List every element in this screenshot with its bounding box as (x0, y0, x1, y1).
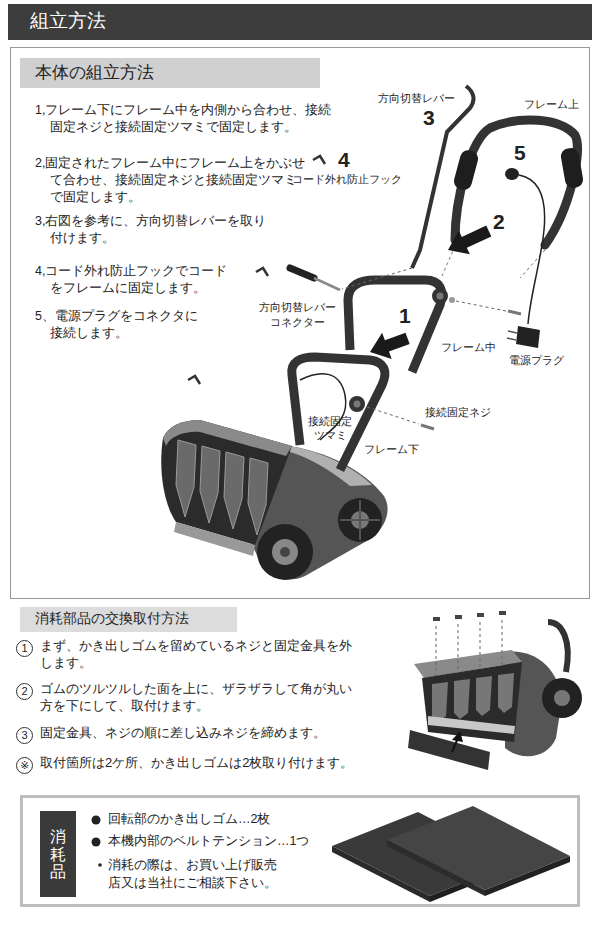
step-text: 1,フレーム下にフレーム中を内側から合わせ、接続固定ネジと接続固定ツマミで固定し… (35, 102, 340, 136)
callout-number: 1 (399, 302, 411, 330)
callout-number: 4 (338, 146, 350, 174)
part-label: 接続固定ネジ (425, 405, 491, 420)
part-label: 方向切替レバー (378, 91, 455, 106)
part-label: 方向切替レバーコネクター (258, 300, 337, 330)
vertical-label: 消耗品 (50, 828, 66, 881)
item-text: 消耗の際は、お買い上げ販売店又は当社にご相談下さい。 (108, 856, 286, 892)
header-title: 組立方法 (30, 8, 106, 34)
part-label: 接続固定ツマミ (307, 414, 353, 442)
section-heading: 本体の組立方法 (35, 62, 154, 85)
part-label: フレーム上 (524, 97, 579, 112)
consumables-box: 回転部のかき出しゴム…2枚本機内部のベルトテンション…1つ消耗の際は、お買い上げ… (20, 795, 580, 907)
section-band: 本体の組立方法 (20, 58, 320, 88)
step-text: 5、電源プラグをコネクタに接続します。 (35, 308, 210, 342)
rubber-replacement-figure (408, 611, 582, 770)
header-bar (8, 4, 592, 40)
circled-mark: ※ (16, 757, 33, 774)
step-text: ゴムのツルツルした面を上に、ザラザラして角が丸い方を下にして、取付けます。 (40, 680, 353, 714)
consumable-parts-figure (92, 806, 571, 902)
step-text: 2,固定されたフレーム中にフレーム上をかぶせて合わせ、接続固定ネジと接続固定ツマ… (35, 155, 306, 206)
callout-number: 5 (514, 139, 526, 167)
step-text: 固定金具、ネジの順に差し込みネジを締めます。 (40, 724, 326, 741)
note-text: 取付箇所は2ケ所、かき出しゴムは2枚取り付けます。 (40, 754, 353, 771)
step-text: 3,右図を参考に、方向切替レバーを取り付けます。 (35, 213, 279, 247)
part-label: コード外れ防止フック (292, 172, 402, 187)
step-text: まず、かき出しゴムを留めているネジと固定金具を外します。 (40, 637, 353, 671)
section-heading: 消耗部品の交換取付方法 (35, 610, 189, 628)
callout-number: 2 (493, 208, 505, 236)
section-frame (11, 48, 590, 599)
vertical-label-box: 消耗品 (40, 811, 76, 897)
section-band: 消耗部品の交換取付方法 (20, 607, 237, 632)
part-label: フレーム中 (441, 340, 496, 355)
item-text: 回転部のかき出しゴム…2枚 (108, 811, 270, 828)
part-label: 電源プラグ (509, 353, 564, 368)
circled-number: 1 (16, 640, 33, 657)
part-label: フレーム下 (364, 442, 419, 457)
callout-number: 3 (423, 104, 435, 132)
circled-number: 3 (16, 727, 33, 744)
item-text: 本機内部のベルトテンション…1つ (108, 833, 309, 850)
step-text: 4,コード外れ防止フックでコードをフレームに固定します。 (35, 263, 237, 297)
circled-number: 2 (16, 683, 33, 700)
